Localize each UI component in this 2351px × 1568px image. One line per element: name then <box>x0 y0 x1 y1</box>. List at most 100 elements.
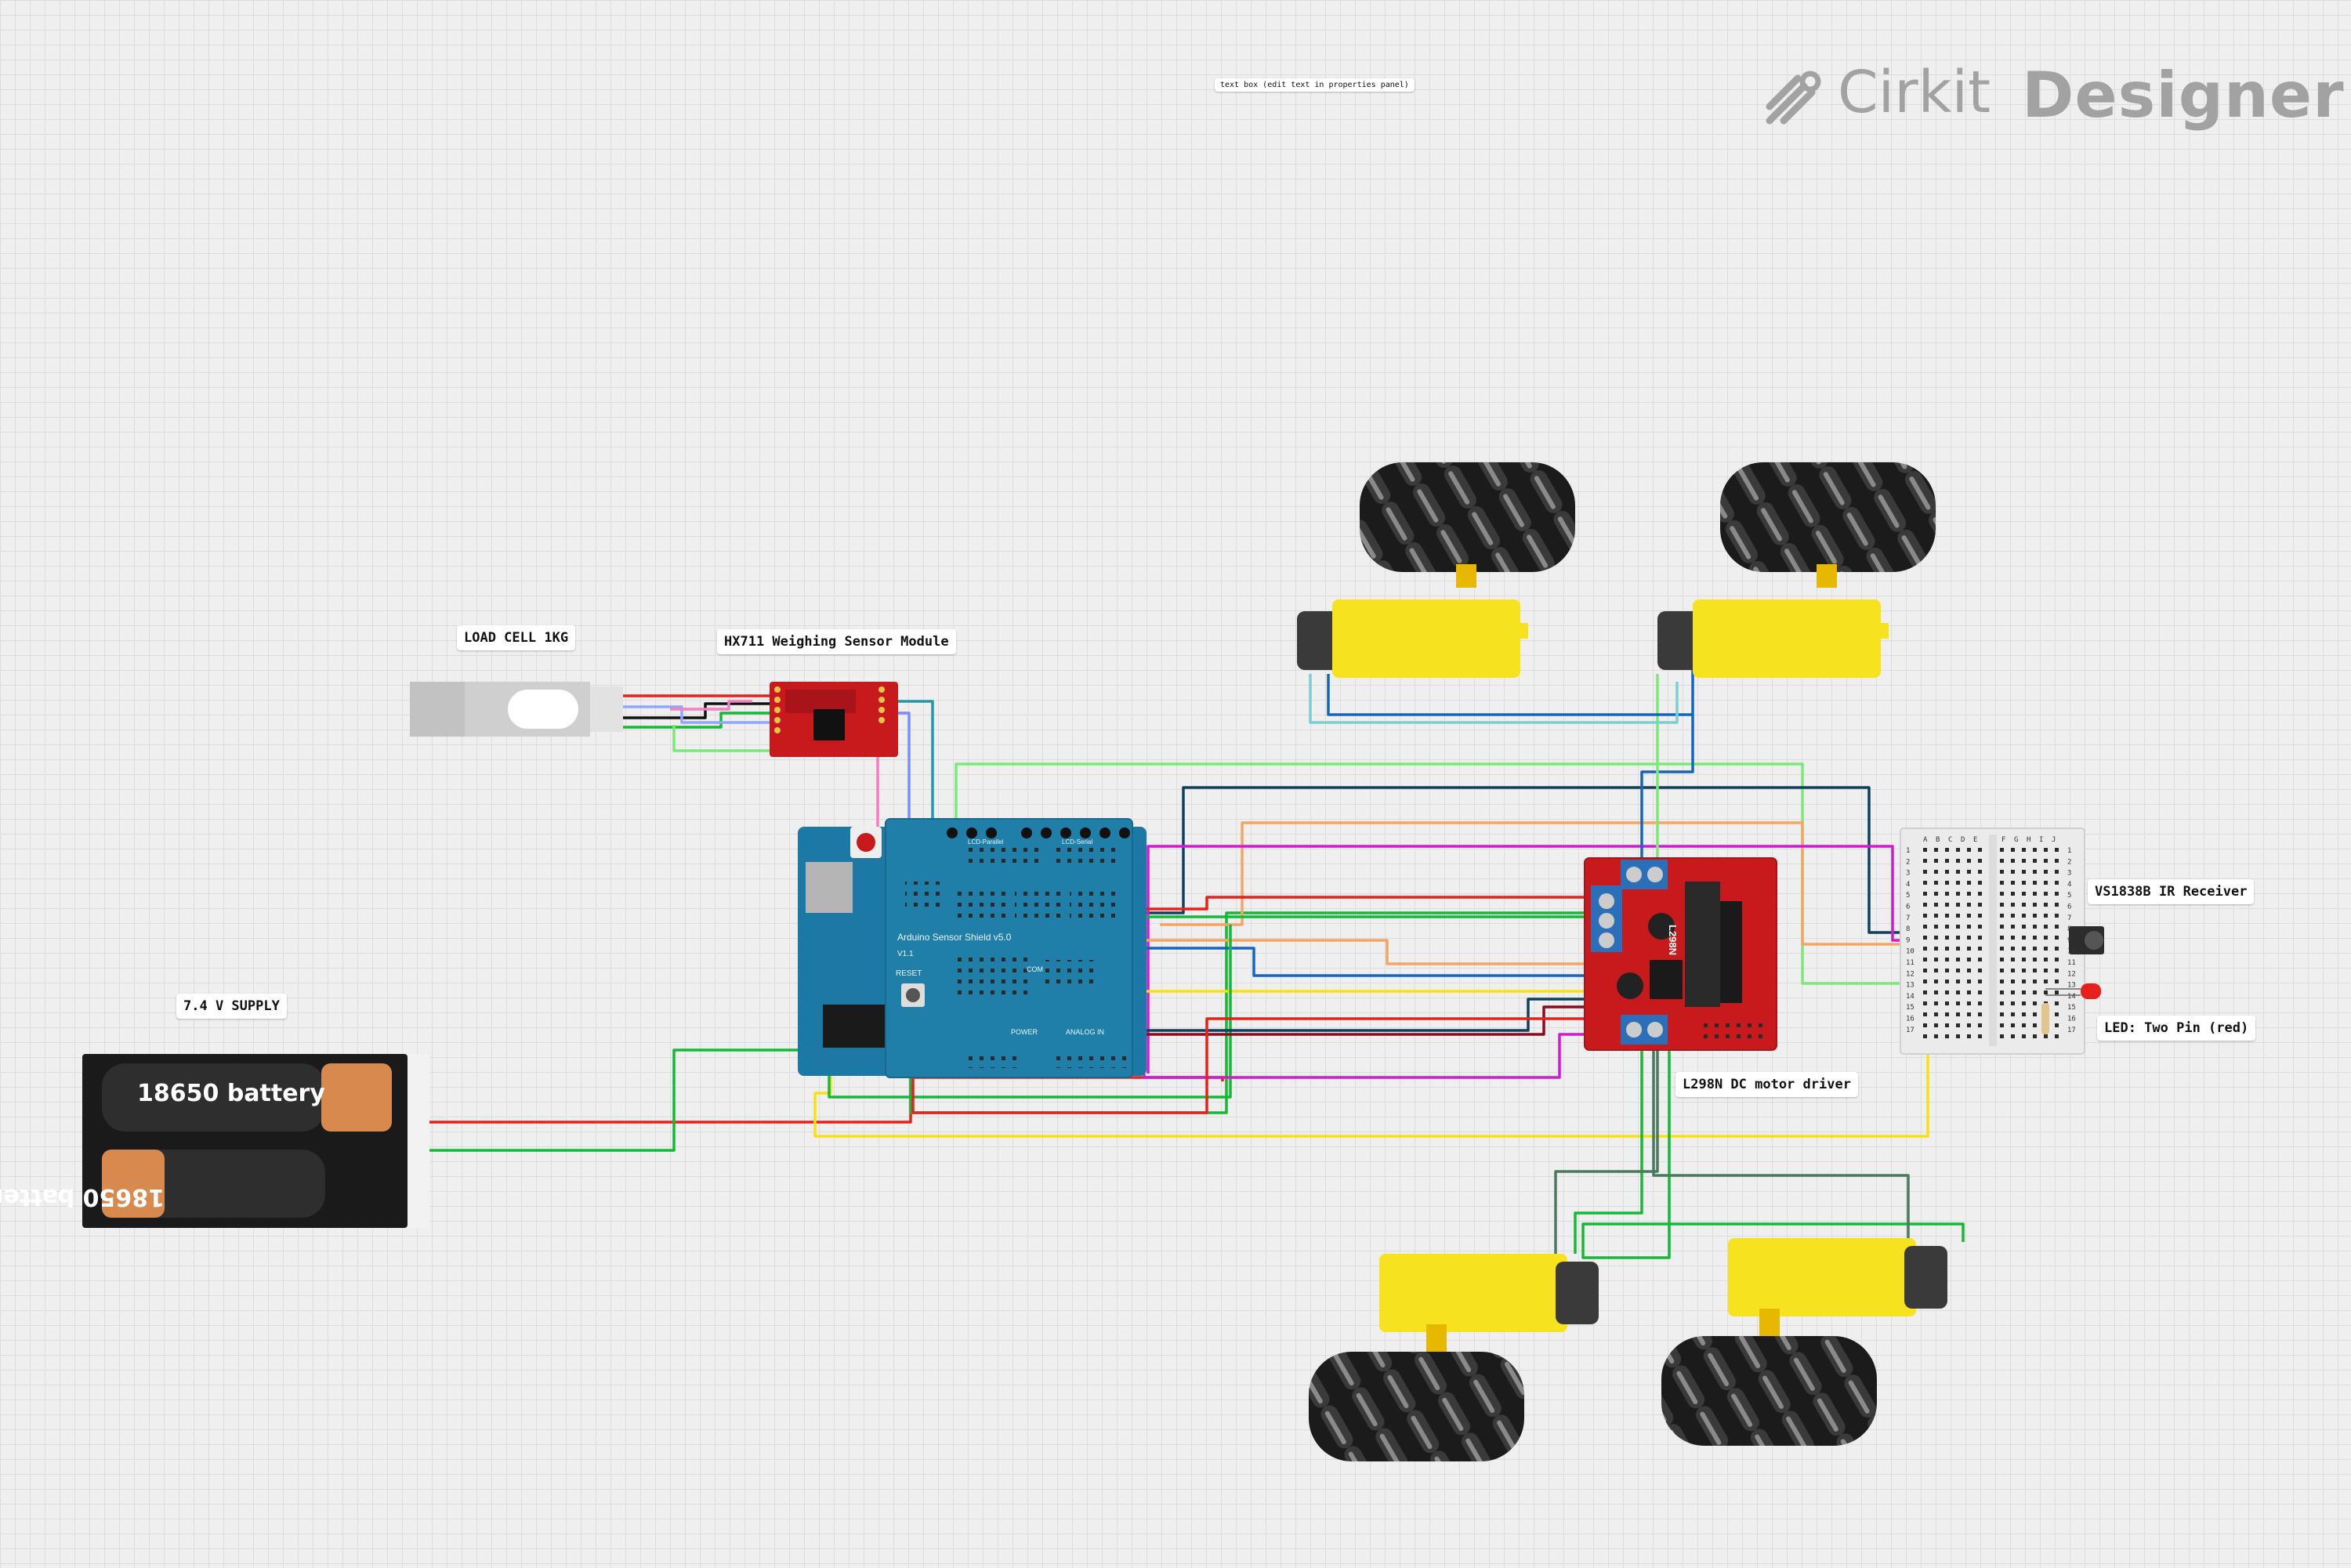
shield-com: COM <box>1027 965 1043 973</box>
wire-darkred[interactable] <box>933 1005 1591 1036</box>
wheel-top-left[interactable] <box>1360 462 1575 588</box>
wire-hx-pink[interactable] <box>670 700 752 711</box>
text-box-label[interactable]: text box (edit text in properties panel) <box>1215 78 1415 92</box>
breadboard-row-label: 14 <box>1906 993 1914 1001</box>
breadboard-col-label: H <box>2027 836 2030 844</box>
resistor[interactable] <box>2041 1003 2049 1034</box>
wire-motor-bl-b[interactable] <box>1554 1046 1659 1254</box>
breadboard-row-label: 12 <box>2067 970 2076 978</box>
breadboard-row-label: 5 <box>2067 892 2071 900</box>
breadboard[interactable] <box>1900 827 2085 1055</box>
breadboard-row-label: 10 <box>2067 948 2076 956</box>
breadboard-row-label: 5 <box>1906 892 1910 900</box>
breadboard-row-label: 10 <box>1906 948 1914 956</box>
breadboard-row-label: 8 <box>1906 925 1910 933</box>
motor-driver-label[interactable]: L298N DC motor driver <box>1675 1072 1858 1097</box>
wire-navy-low[interactable] <box>1019 998 1591 1032</box>
wire-magenta-long[interactable] <box>1147 845 1994 1074</box>
breadboard-row-label: 17 <box>2067 1027 2076 1034</box>
shield-lcd-parallel: LCD-Parallel <box>968 838 1004 846</box>
wire-motor-bl-a[interactable] <box>1574 1046 1643 1254</box>
breadboard-row-label: 1 <box>1906 847 1910 855</box>
wire-red-mid[interactable] <box>1089 896 1591 911</box>
breadboard-col-label: G <box>2014 836 2018 844</box>
breadboard-row-label: 4 <box>1906 881 1910 889</box>
shield-title: Arduino Sensor Shield v5.0 <box>897 932 1012 943</box>
breadboard-row-label: 11 <box>2067 959 2076 967</box>
l298n-driver[interactable]: L298N <box>1584 857 1777 1051</box>
red-led[interactable] <box>2045 983 2101 999</box>
wire-loadcell-white[interactable] <box>619 705 780 724</box>
breadboard-row-label: 1 <box>2067 847 2071 855</box>
ir-receiver[interactable] <box>2069 926 2104 954</box>
breadboard-row-label: 11 <box>1906 959 1914 967</box>
breadboard-row-label: 13 <box>1906 982 1914 990</box>
breadboard-col-label: A <box>1923 836 1928 844</box>
shield-version: V1.1 <box>897 950 914 958</box>
battery-cell-bottom: 18650 battery <box>0 1183 165 1211</box>
breadboard-row-label: 9 <box>2067 936 2071 944</box>
breadboard-row-label: 3 <box>2067 870 2071 878</box>
wheel-bottom-right[interactable] <box>1661 1309 1877 1446</box>
wire-orange[interactable] <box>1160 821 1991 946</box>
breadboard-col-label: I <box>2039 836 2043 844</box>
driver-chip-label: L298N <box>1667 925 1679 955</box>
wire-navy-top[interactable] <box>1128 786 1994 934</box>
led-label[interactable]: LED: Two Pin (red) <box>2097 1016 2256 1041</box>
brand-product: Designer <box>2022 59 2345 132</box>
wire-motor-tr-a[interactable] <box>1327 674 1693 716</box>
motor-top-right[interactable] <box>1657 599 1889 678</box>
breadboard-row-label: 3 <box>1906 870 1910 878</box>
wire-motor-tl-a[interactable] <box>1640 666 1694 866</box>
motor-bottom-right[interactable] <box>1728 1238 1947 1316</box>
supply-label[interactable]: 7.4 V SUPPLY <box>176 994 287 1019</box>
breadboard-row-label: 16 <box>1906 1016 1914 1023</box>
wire-battery-positive[interactable] <box>423 1076 1224 1124</box>
wire-motor-br-b[interactable] <box>1652 1046 1910 1246</box>
wire-magenta-low[interactable] <box>1143 1033 1591 1079</box>
wire-hx-lightgreen[interactable] <box>672 725 777 752</box>
wheel-top-right[interactable] <box>1720 462 1936 588</box>
breadboard-col-label: C <box>1948 836 1952 844</box>
breadboard-row-label: 4 <box>2067 881 2071 889</box>
wire-loadcell-black[interactable] <box>619 702 780 719</box>
wire-motor-tr-b[interactable] <box>1309 674 1679 724</box>
breadboard-col-label: F <box>2001 836 2005 844</box>
load-cell[interactable] <box>410 682 623 737</box>
wire-salmon-mid[interactable] <box>1074 939 1591 965</box>
wire-loadcell-green[interactable] <box>619 712 780 729</box>
breadboard-row-label: 9 <box>1906 936 1910 944</box>
wire-blue-mid[interactable] <box>1089 947 1591 977</box>
motor-bottom-left[interactable] <box>1379 1254 1599 1332</box>
breadboard-col-label: D <box>1961 836 1965 844</box>
cirkit-logo-icon <box>1766 71 1821 125</box>
breadboard-col-label: B <box>1936 836 1940 844</box>
shield-power: POWER <box>1011 1028 1038 1036</box>
battery-cell-top: 18650 battery <box>137 1080 325 1107</box>
wheel-bottom-left[interactable] <box>1309 1324 1524 1461</box>
cirkit-designer-logo: Cirkit Designer <box>1763 55 2344 141</box>
breadboard-col-label: J <box>2052 836 2056 844</box>
breadboard-col-label: E <box>1973 836 1977 844</box>
wires <box>423 666 2061 1259</box>
breadboard-row-label: 14 <box>2067 993 2076 1001</box>
shield-lcd-serial: LCD-Serial <box>1062 838 1092 846</box>
shield-reset-label: RESET <box>896 969 922 978</box>
wire-motor-br-a[interactable] <box>1581 1046 1965 1259</box>
sensor-shield[interactable]: Arduino Sensor Shield v5.0 V1.1 RESET LC… <box>850 818 1133 1078</box>
wire-lightgreen-top[interactable] <box>955 762 1991 985</box>
ir-receiver-label[interactable]: VS1838B IR Receiver <box>2088 879 2255 904</box>
battery-pack[interactable]: 18650 battery 18650 battery <box>0 1054 429 1228</box>
breadboard-row-label: 2 <box>2067 858 2071 866</box>
hx711-module[interactable] <box>770 682 898 757</box>
wire-battery-negative[interactable] <box>423 911 1592 1152</box>
hx711-label[interactable]: HX711 Weighing Sensor Module <box>717 629 956 654</box>
breadboard-row-label: 7 <box>1906 914 1910 922</box>
load-cell-label[interactable]: LOAD CELL 1KG <box>457 625 576 650</box>
breadboard-row-label: 6 <box>1906 904 1910 911</box>
motor-top-left[interactable] <box>1297 599 1528 678</box>
breadboard-row-label: 7 <box>2067 914 2071 922</box>
breadboard-row-label: 15 <box>2067 1004 2076 1012</box>
breadboard-row-label: 6 <box>2067 904 2071 911</box>
